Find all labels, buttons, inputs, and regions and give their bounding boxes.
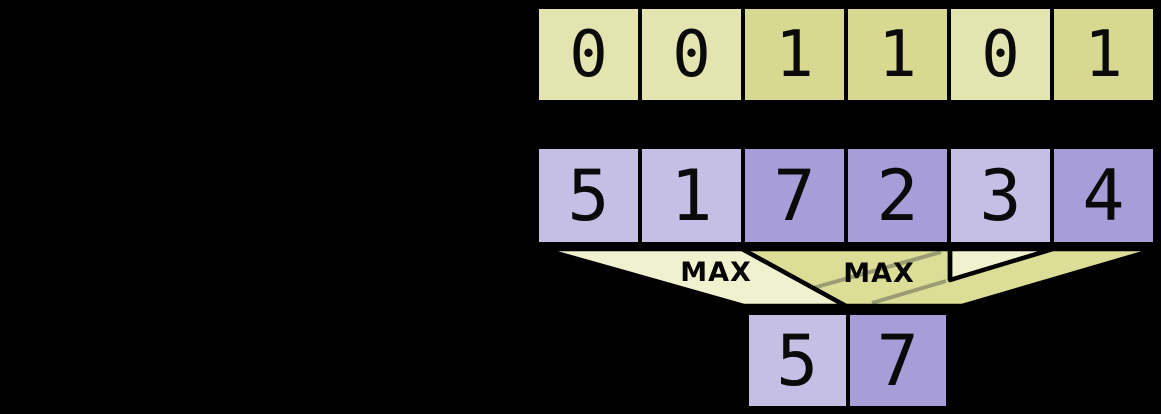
funnel-outlines <box>539 246 1160 309</box>
value-cell: 7 <box>741 145 848 246</box>
overlap-seam-line <box>812 250 942 290</box>
value-cell: 2 <box>844 145 951 246</box>
value-cell: 5 <box>535 145 642 246</box>
overlap-seam-line <box>871 279 947 305</box>
value-row: 5 1 7 2 3 4 <box>535 145 1157 246</box>
max-label-right: MAX <box>843 258 915 289</box>
funnel-cream-left <box>542 249 846 306</box>
mask-row: 0 0 1 1 0 1 <box>535 5 1157 104</box>
output-row: 5 7 <box>745 311 950 410</box>
max-label-left: MAX <box>680 257 752 288</box>
output-cell: 7 <box>845 311 950 410</box>
value-cell: 4 <box>1050 145 1157 246</box>
funnel-olive-right <box>862 249 1157 306</box>
mask-cell: 1 <box>844 5 951 104</box>
output-cell: 5 <box>745 311 850 410</box>
mask-cell: 1 <box>1050 5 1157 104</box>
mask-cell: 0 <box>535 5 642 104</box>
value-cell: 1 <box>638 145 745 246</box>
mask-cell: 0 <box>947 5 1054 104</box>
mask-cell: 0 <box>638 5 745 104</box>
